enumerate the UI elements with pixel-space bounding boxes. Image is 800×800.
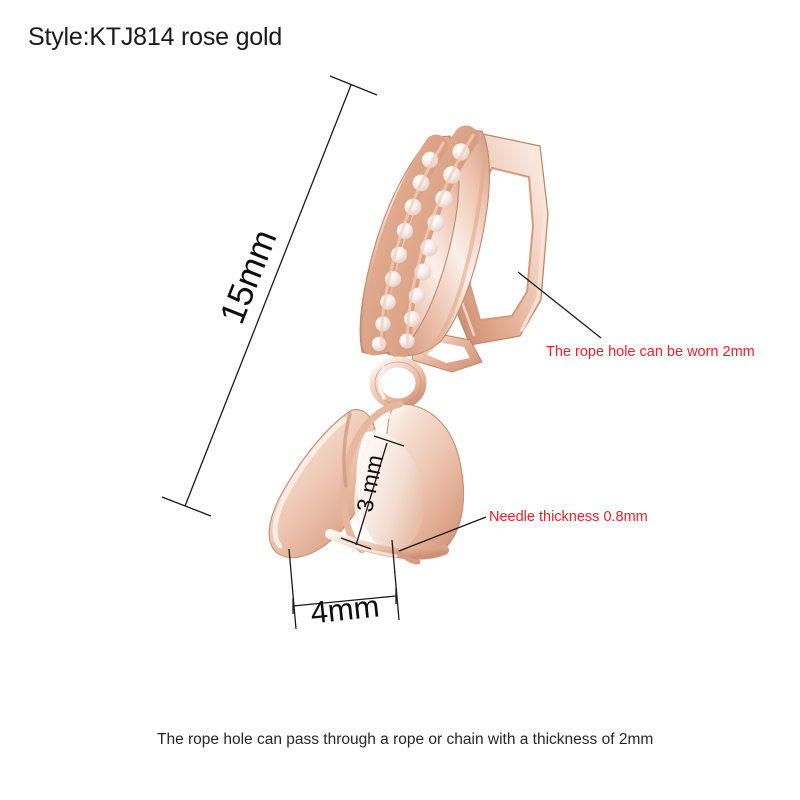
page-title: Style:KTJ814 rose gold <box>28 23 283 51</box>
pendant-leaf <box>359 125 491 359</box>
annotation-rope-hole: The rope hole can be worn 2mm <box>546 344 755 360</box>
jump-ring <box>369 356 427 410</box>
bottom-caption: The rope hole can pass through a rope or… <box>157 731 654 748</box>
annotation-needle-thickness: Needle thickness 0.8mm <box>489 509 648 525</box>
